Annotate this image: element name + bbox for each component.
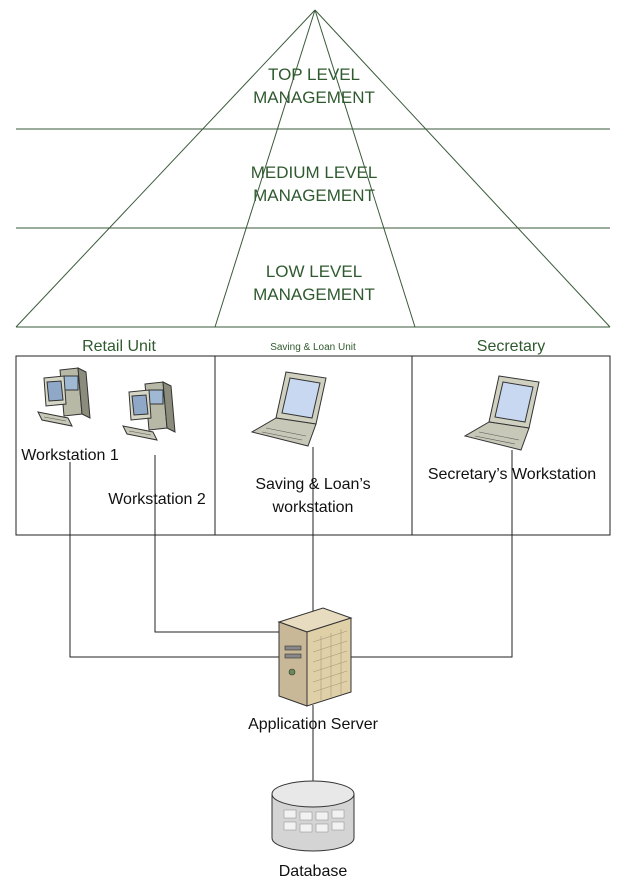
- database-label: Database: [279, 863, 348, 880]
- server-tower-icon[interactable]: [277, 607, 353, 707]
- unit-label-retail: Retail Unit: [82, 338, 156, 355]
- management-pyramid: [15, 9, 611, 328]
- desktop-computer-icon[interactable]: [122, 381, 176, 441]
- network-connections: [69, 447, 513, 782]
- saving-loan-workstation-label-line1: Saving & Loan’s: [255, 476, 370, 493]
- laptop-icon[interactable]: [463, 375, 540, 451]
- laptop-icon[interactable]: [250, 371, 327, 447]
- application-server-label: Application Server: [248, 716, 379, 733]
- secretary-workstation-label: Secretary’s Workstation: [428, 466, 596, 483]
- database-cylinder-icon[interactable]: [271, 780, 355, 852]
- desktop-computer-icon[interactable]: [37, 367, 91, 427]
- workstation-2-label: Workstation 2: [108, 491, 206, 508]
- low-level-line2: MANAGEMENT: [253, 285, 375, 304]
- top-level-line1: TOP LEVEL: [268, 65, 360, 84]
- unit-label-secretary: Secretary: [477, 338, 545, 355]
- low-level-line1: LOW LEVEL: [266, 262, 362, 281]
- medium-level-line1: MEDIUM LEVEL: [251, 163, 378, 182]
- medium-level-line2: MANAGEMENT: [253, 186, 375, 205]
- saving-loan-workstation-label-line2: workstation: [272, 499, 354, 516]
- workstation-1-label: Workstation 1: [21, 447, 119, 464]
- top-level-line2: MANAGEMENT: [253, 88, 375, 107]
- unit-label-saving-loan: Saving & Loan Unit: [270, 342, 356, 353]
